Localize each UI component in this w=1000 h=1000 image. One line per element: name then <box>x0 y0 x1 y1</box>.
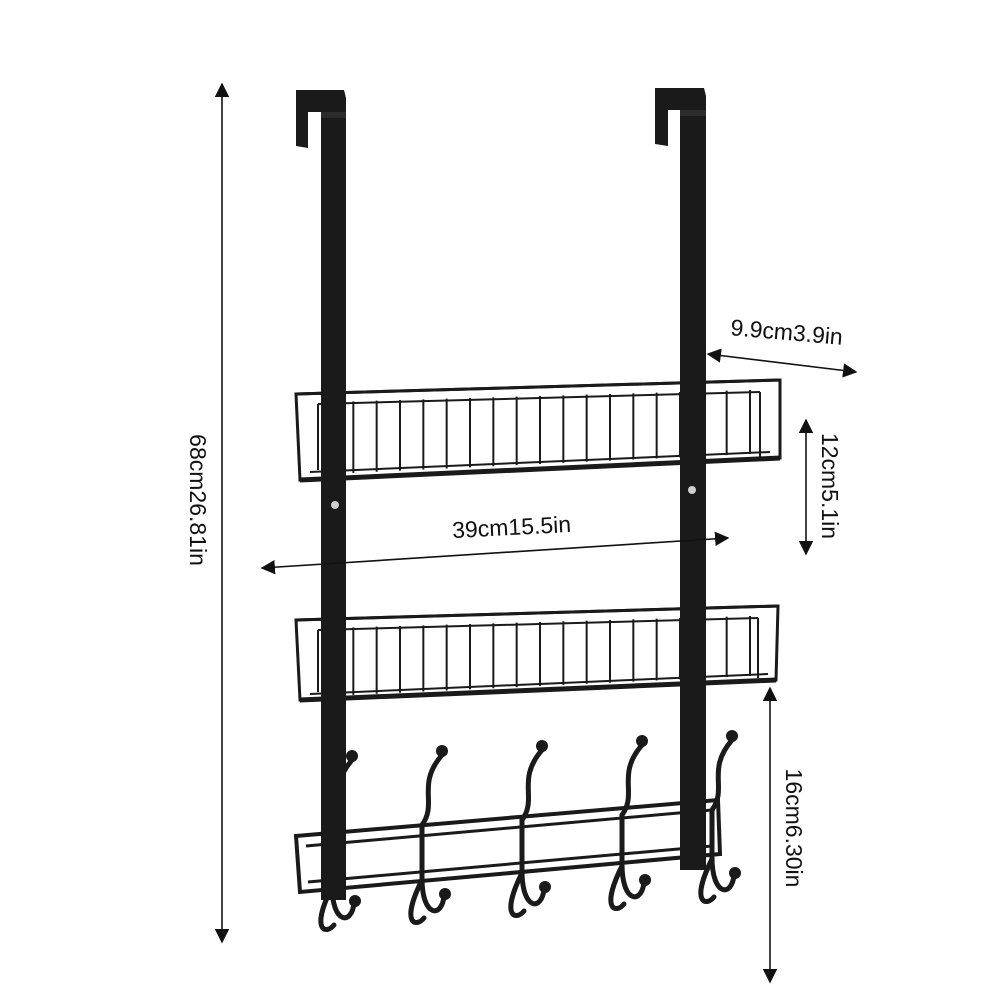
width-dimension: 39cm15.5in <box>260 511 730 575</box>
hook-height-label: 16cm6.30in <box>781 769 807 888</box>
height-dimension: 68cm26.81in <box>185 82 230 944</box>
hook <box>408 745 451 925</box>
hook <box>318 750 361 932</box>
door-rack <box>293 88 782 932</box>
basket-height-dimension: 12cm5.1in <box>798 418 843 556</box>
width-label: 39cm15.5in <box>452 511 572 543</box>
right-upright <box>655 88 706 870</box>
depth-label: 9.9cm3.9in <box>730 314 844 350</box>
hook-height-dimension: 16cm6.30in <box>762 686 807 984</box>
hook <box>608 735 651 911</box>
basket-height-label: 12cm5.1in <box>817 433 843 539</box>
height-label: 68cm26.81in <box>185 434 211 566</box>
towel-bar <box>293 797 723 895</box>
lower-basket <box>294 604 780 703</box>
mount-hole <box>688 486 696 494</box>
depth-dimension: 9.9cm3.9in <box>706 314 858 378</box>
mount-hole <box>331 501 339 509</box>
hook <box>508 740 551 918</box>
hook <box>698 730 741 904</box>
upper-basket <box>294 378 782 483</box>
hook-row <box>318 730 741 932</box>
